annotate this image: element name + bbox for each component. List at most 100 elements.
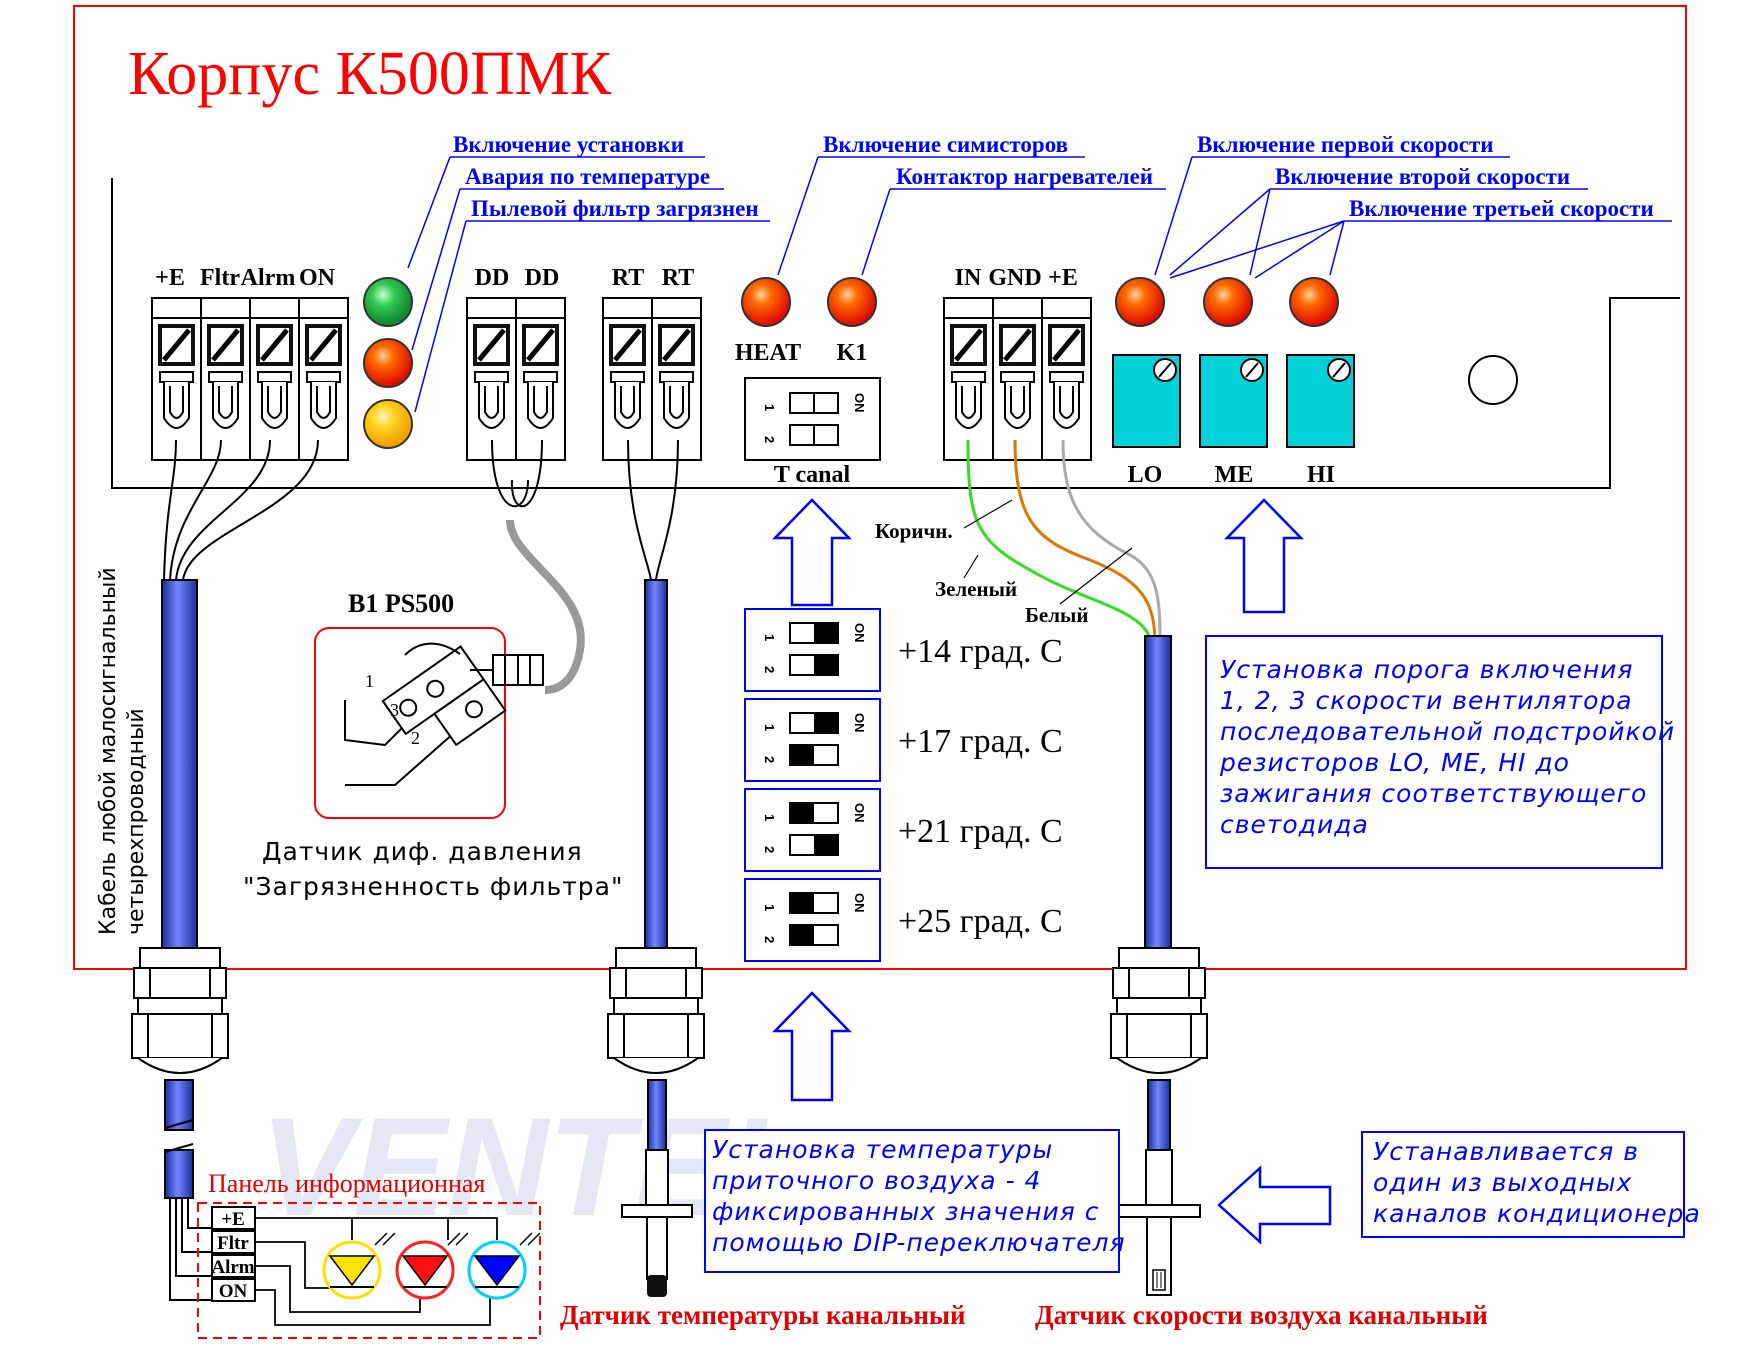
panel-wires (169, 1198, 212, 1301)
terminal-label: DD (475, 265, 510, 291)
label-heater-contactor: Контактор нагревателей (896, 164, 1153, 189)
note-install-box (1361, 1131, 1685, 1238)
dip-caption: T canal (774, 462, 851, 488)
label-triac-on: Включение симисторов (823, 132, 1068, 157)
led-dust-filter (363, 399, 413, 449)
sensor-pin: 2 (411, 728, 420, 748)
note-line: Установка температуры (712, 1135, 1053, 1164)
terminal-screw[interactable] (651, 298, 695, 460)
dip-setting: 1 2 ON +17 град. С (744, 698, 1063, 782)
terminal-label: DD (525, 265, 560, 291)
note-line: Установка порога включения (1220, 655, 1633, 684)
terminal-screw[interactable] (1041, 298, 1085, 460)
panel-terminal: Fltr (211, 1230, 256, 1254)
led-speed3 (1289, 277, 1339, 327)
label-group-right: Включение первой скорости Включение втор… (1154, 132, 1672, 279)
resistor-label-hi: HI (1307, 462, 1335, 488)
sensor-model: B1 PS500 (348, 589, 454, 618)
cable-label-1: Кабель любой малосигнальный (96, 567, 121, 935)
page-title: Корпус К500ПМК (128, 40, 612, 108)
svg-text:ON: ON (219, 1281, 248, 1302)
led-label-k1: K1 (837, 340, 868, 366)
svg-text:2: 2 (762, 756, 777, 763)
sensor-caption-2: "Загрязненность фильтра" (243, 872, 623, 901)
note-line: один из выходных (1373, 1168, 1632, 1197)
cable-temp (644, 579, 668, 951)
dip-switch-onboard[interactable]: 1 2 ON (744, 377, 881, 461)
terminal-screw[interactable] (992, 298, 1036, 460)
note-line: помощью DIP-переключателя (712, 1228, 1126, 1257)
svg-text:1: 1 (762, 904, 777, 911)
label-group-mid: Включение симисторов Контактор нагревате… (777, 132, 1166, 276)
dip-setting-label: +17 град. С (898, 723, 1063, 760)
pcb-outline (111, 178, 1680, 489)
label-temp-alarm: Авария по температуре (465, 164, 710, 189)
terminal-screw[interactable] (158, 324, 195, 429)
dip-setting: 1 2 ON +21 град. С (744, 788, 1063, 872)
terminal-block (602, 297, 702, 461)
resistors[interactable]: LO ME HI (1112, 354, 1355, 488)
note-install: Устанавливается в один из выходных канал… (1373, 1137, 1701, 1228)
panel-title: Панель информационная (208, 1169, 485, 1198)
housing-frame (73, 5, 1687, 970)
svg-text:2: 2 (762, 936, 777, 943)
svg-text:2: 2 (762, 846, 777, 853)
terminal-label: RT (612, 265, 645, 291)
note-line: Устанавливается в (1373, 1137, 1639, 1166)
sensor-tube (506, 519, 585, 694)
svg-text:1: 1 (762, 724, 777, 731)
svg-text:2: 2 (762, 436, 777, 443)
wire-green (966, 439, 1152, 641)
dip-setting-label: +21 град. С (898, 813, 1063, 850)
svg-text:Alrm: Alrm (211, 1257, 254, 1278)
status-leds: HEAT K1 (363, 277, 1339, 449)
terminal-screw[interactable] (249, 298, 293, 460)
terminal-screw[interactable] (515, 298, 559, 460)
sensor-caption-1: Датчик диф. давления (262, 837, 583, 866)
terminal-label: IN (955, 265, 982, 291)
terminal-screw[interactable] (298, 298, 342, 460)
dip-setting-label: +25 град. С (898, 903, 1063, 940)
terminal-screw[interactable] (200, 298, 244, 460)
note-line: последовательной подстройкой (1220, 717, 1675, 746)
terminal-screw[interactable] (609, 324, 646, 429)
terminal-label: +E (155, 265, 185, 291)
wire-label-brown: Коричн. (875, 519, 953, 543)
note-speed-threshold-box (1205, 635, 1663, 869)
panel-terminal: Alrm (211, 1254, 256, 1278)
led-label-heat: HEAT (735, 340, 801, 366)
dip-on-label: ON (852, 803, 867, 823)
svg-text:1: 1 (762, 814, 777, 821)
label-speed3: Включение третьей скорости (1349, 196, 1654, 221)
cable-label-2: четырехпроводный (124, 708, 149, 935)
resistor-label-me: ME (1215, 462, 1254, 488)
arrows (772, 498, 1332, 1245)
note-line: светодида (1220, 810, 1369, 839)
led-heat (741, 277, 791, 327)
resistor-label-lo: LO (1128, 462, 1163, 488)
terminal-block (151, 297, 349, 461)
sensor-pin: 3 (390, 700, 399, 720)
label-power-on: Включение установки (453, 132, 684, 157)
terminal-screw[interactable] (473, 324, 510, 429)
mounting-hole (1468, 355, 1518, 405)
panel-terminal: +E (211, 1206, 256, 1230)
wire-label-green: Зеленый (935, 577, 1017, 601)
note-speed-threshold: Установка порога включения 1, 2, 3 скоро… (1219, 655, 1675, 839)
terminal-screw[interactable] (950, 324, 987, 429)
arrow-up-note (772, 991, 852, 1102)
dip-on-label: ON (852, 393, 867, 413)
label-dust-filter: Пылевой фильтр загрязнен (471, 196, 759, 221)
dip-on-label: ON (852, 713, 867, 733)
terminal-block (466, 297, 566, 461)
note-line: каналов кондиционера (1373, 1199, 1701, 1228)
svg-text:+E: +E (221, 1209, 245, 1230)
label-speed2: Включение второй скорости (1275, 164, 1570, 189)
note-line: приточного воздуха - 4 (712, 1166, 1041, 1195)
cable-glands (131, 947, 1208, 1074)
caption-temp-sensor: Датчик температуры канальный (560, 1300, 966, 1330)
